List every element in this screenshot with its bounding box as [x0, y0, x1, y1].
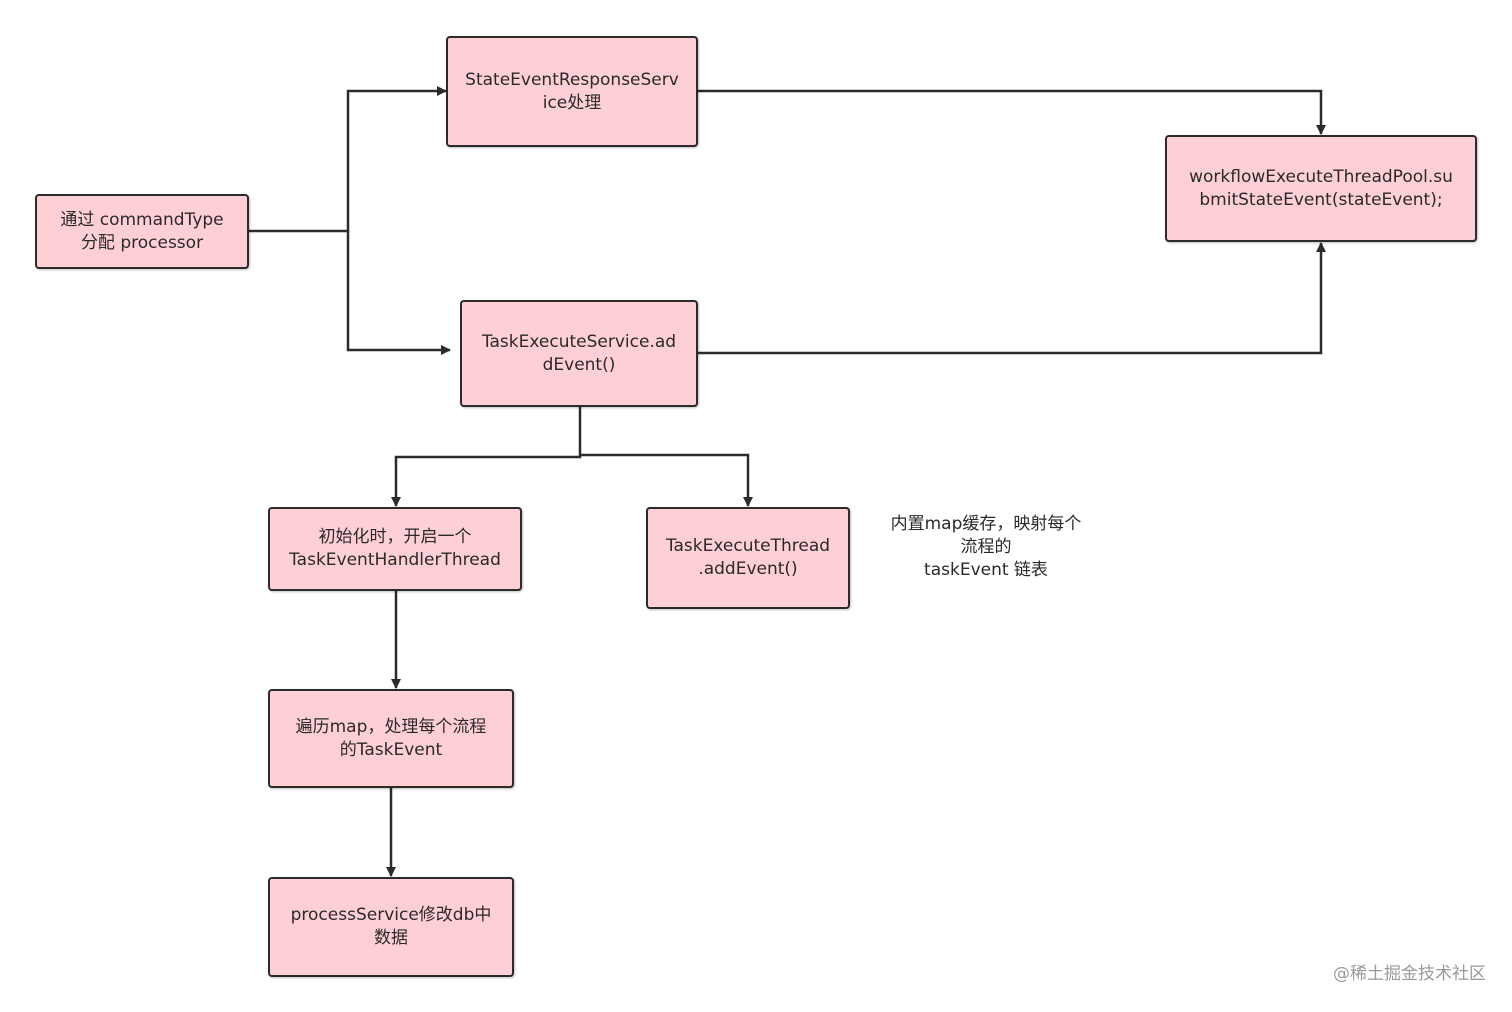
init-handler-thread-node: 初始化时，开启一个 TaskEventHandlerThread — [268, 507, 522, 591]
edge-dispatch-to-state-event — [249, 86, 447, 233]
watermark: @稀土掘金技术社区 — [1333, 964, 1486, 984]
edge-dispatch-to-task-execute-service — [346, 231, 451, 355]
edge-state-event-to-pool — [698, 89, 1326, 135]
map-cache-annotation: 内置map缓存，映射每个 流程的 taskEvent 链表 — [890, 514, 1082, 580]
edge-service-to-init-thread — [391, 407, 582, 507]
process-service-node: processService修改db中 数据 — [268, 877, 514, 977]
edge-task-execute-service-to-pool — [698, 242, 1326, 355]
edge-service-to-task-execute-thread — [580, 453, 753, 507]
task-execute-thread-node: TaskExecuteThread .addEvent() — [646, 507, 850, 609]
workflow-execute-thread-pool-node: workflowExecuteThreadPool.su bmitStateEv… — [1165, 135, 1477, 242]
task-execute-service-node: TaskExecuteService.ad dEvent() — [460, 300, 698, 407]
traverse-map-node: 遍历map，处理每个流程 的TaskEvent — [268, 689, 514, 788]
dispatch-node: 通过 commandType 分配 processor — [35, 194, 249, 269]
state-event-response-service-node: StateEventResponseServ ice处理 — [446, 36, 698, 147]
